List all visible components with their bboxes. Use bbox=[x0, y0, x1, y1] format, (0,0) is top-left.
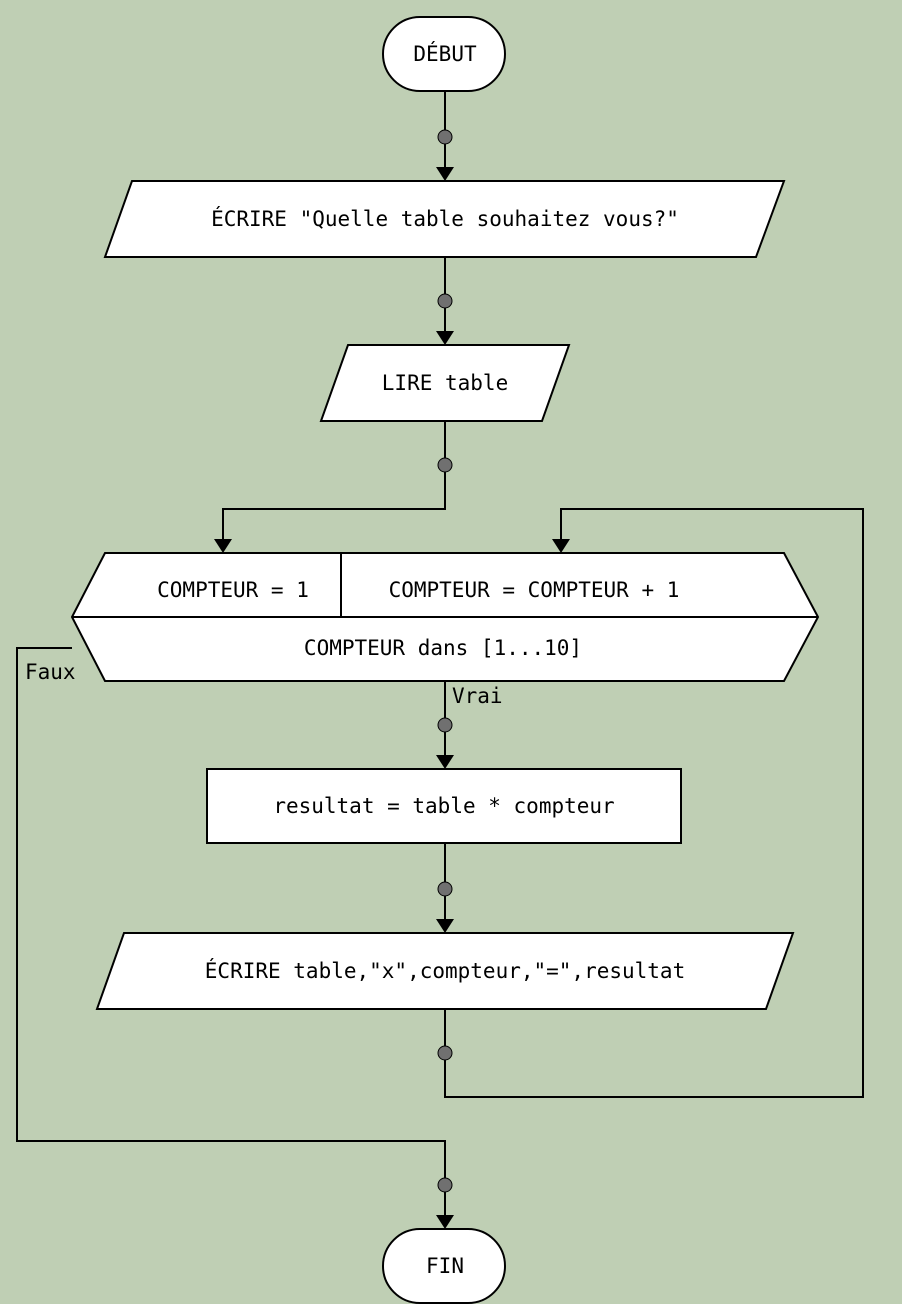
loop-condition-label: COMPTEUR dans [1...10] bbox=[304, 636, 582, 660]
read-input-shape bbox=[319, 344, 571, 422]
arrowhead bbox=[436, 331, 454, 345]
result-output-node[interactable]: ÉCRIRE table,"x",compteur,"=",resultat bbox=[95, 932, 795, 1010]
connector-dot[interactable] bbox=[437, 129, 453, 145]
connector-dot[interactable] bbox=[437, 881, 453, 897]
edge-loop-false-to-end bbox=[16, 647, 446, 1218]
compute-node[interactable]: resultat = table * compteur bbox=[206, 768, 682, 844]
false-branch-label: Faux bbox=[25, 660, 76, 684]
arrowhead bbox=[214, 539, 232, 553]
read-input-node[interactable]: LIRE table bbox=[319, 344, 571, 422]
end-label: FIN bbox=[426, 1254, 464, 1278]
prompt-output-label: ÉCRIRE "Quelle table souhaitez vous?" bbox=[211, 206, 679, 231]
arrowhead bbox=[436, 1215, 454, 1229]
connector-dot[interactable] bbox=[437, 293, 453, 309]
loop-init-label: COMPTEUR = 1 bbox=[157, 578, 309, 602]
arrowhead bbox=[436, 755, 454, 769]
start-node[interactable]: DÉBUT bbox=[382, 16, 506, 92]
arrowheads bbox=[214, 167, 570, 1229]
compute-shape bbox=[206, 768, 682, 844]
prompt-output-shape bbox=[103, 180, 786, 258]
edge-read-to-loop-init bbox=[222, 421, 446, 542]
start-terminal-shape bbox=[382, 16, 506, 92]
connector-dot[interactable] bbox=[437, 457, 453, 473]
end-terminal-shape bbox=[382, 1228, 506, 1304]
true-branch-label: Vrai bbox=[452, 684, 503, 708]
prompt-output-node[interactable]: ÉCRIRE "Quelle table souhaitez vous?" bbox=[103, 180, 786, 258]
edge-loop-back-to-increment bbox=[444, 508, 864, 1098]
read-input-label: LIRE table bbox=[382, 371, 508, 395]
result-output-label: ÉCRIRE table,"x",compteur,"=",resultat bbox=[205, 958, 685, 983]
start-label: DÉBUT bbox=[413, 41, 477, 66]
arrowhead bbox=[436, 919, 454, 933]
connector-dot[interactable] bbox=[437, 717, 453, 733]
arrowhead bbox=[552, 539, 570, 553]
loop-increment-label: COMPTEUR = COMPTEUR + 1 bbox=[389, 578, 680, 602]
end-node[interactable]: FIN bbox=[382, 1228, 506, 1304]
loop-node[interactable]: COMPTEUR = 1 COMPTEUR = COMPTEUR + 1 COM… bbox=[70, 552, 820, 682]
result-output-shape bbox=[95, 932, 795, 1010]
compute-label: resultat = table * compteur bbox=[273, 794, 614, 818]
connector-dots bbox=[437, 129, 453, 1193]
connector-dot[interactable] bbox=[437, 1045, 453, 1061]
arrowhead bbox=[436, 167, 454, 181]
connector-dot[interactable] bbox=[437, 1177, 453, 1193]
